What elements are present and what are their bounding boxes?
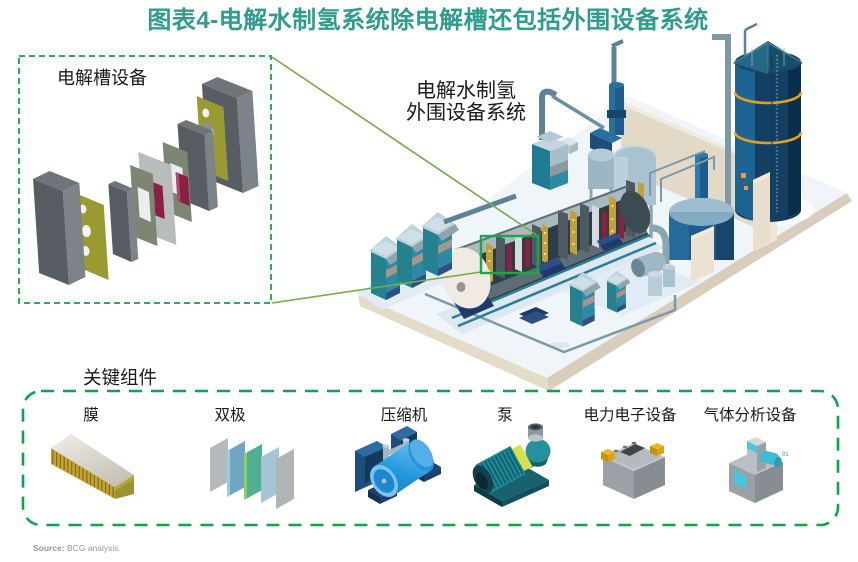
svg-text:双极: 双极 (214, 406, 245, 424)
svg-text:01: 01 (782, 452, 789, 458)
svg-text:电力电子设备: 电力电子设备 (583, 406, 677, 424)
svg-text:电解水制氢: 电解水制氢 (416, 79, 516, 102)
svg-text:外围设备系统: 外围设备系统 (406, 101, 526, 124)
svg-text:气体分析设备: 气体分析设备 (703, 406, 797, 424)
svg-text:电解槽设备: 电解槽设备 (57, 68, 147, 88)
svg-text:膜: 膜 (83, 406, 99, 424)
svg-text:关键组件: 关键组件 (83, 367, 157, 388)
svg-text:图表4-电解水制氢系统除电解槽还包括外围设备系统: 图表4-电解水制氢系统除电解槽还包括外围设备系统 (147, 6, 708, 34)
svg-text:压缩机: 压缩机 (381, 406, 428, 424)
svg-text:泵: 泵 (497, 407, 513, 424)
svg-text:Source: BCG analysis.: Source: BCG analysis. (33, 543, 121, 553)
